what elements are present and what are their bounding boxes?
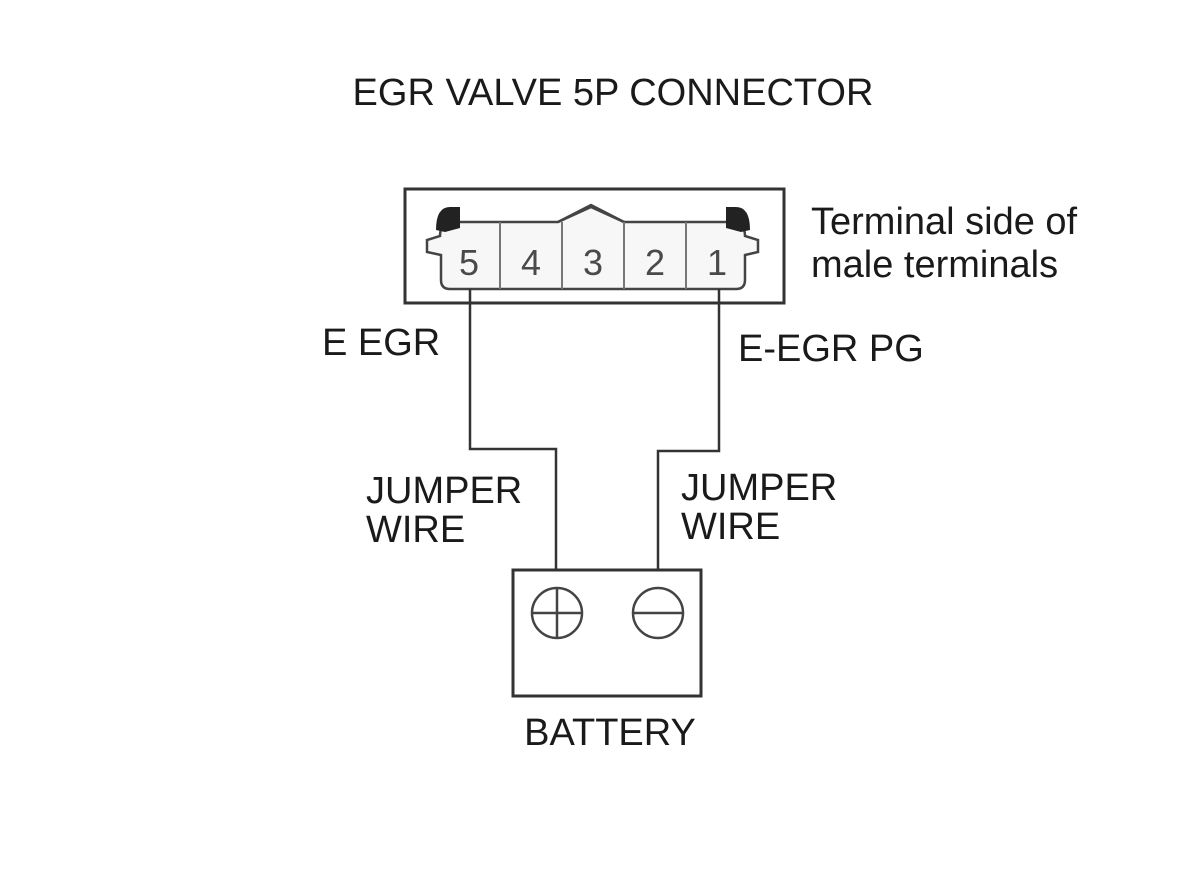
minus-icon xyxy=(631,586,685,640)
jumper-wire-right xyxy=(656,289,721,585)
right-lock-tab xyxy=(726,207,750,232)
right-jumper-label-line2: WIRE xyxy=(681,506,780,548)
pin-number-4: 4 xyxy=(521,242,541,283)
plus-icon xyxy=(530,586,584,640)
terminal-side-note-line1: Terminal side of xyxy=(811,201,1078,243)
jumper-wire-left xyxy=(468,289,558,585)
diagram-title: EGR VALVE 5P CONNECTOR xyxy=(353,72,874,114)
left-lock-tab xyxy=(436,207,460,232)
connector-key xyxy=(557,203,625,224)
left-jumper-label-line1: JUMPER xyxy=(366,470,522,512)
pin-number-2: 2 xyxy=(645,242,665,283)
pin-number-1: 1 xyxy=(707,242,727,283)
terminal-side-note-line2: male terminals xyxy=(811,244,1058,286)
wire-label-e-egr-pg: E-EGR PG xyxy=(738,328,924,370)
left-jumper-label-line2: WIRE xyxy=(366,509,465,551)
battery-label: BATTERY xyxy=(524,712,696,754)
pin-number-5: 5 xyxy=(459,242,479,283)
pin-number-3: 3 xyxy=(583,242,603,283)
right-jumper-label-line1: JUMPER xyxy=(681,467,837,509)
wire-label-e-egr: E EGR xyxy=(322,322,440,364)
